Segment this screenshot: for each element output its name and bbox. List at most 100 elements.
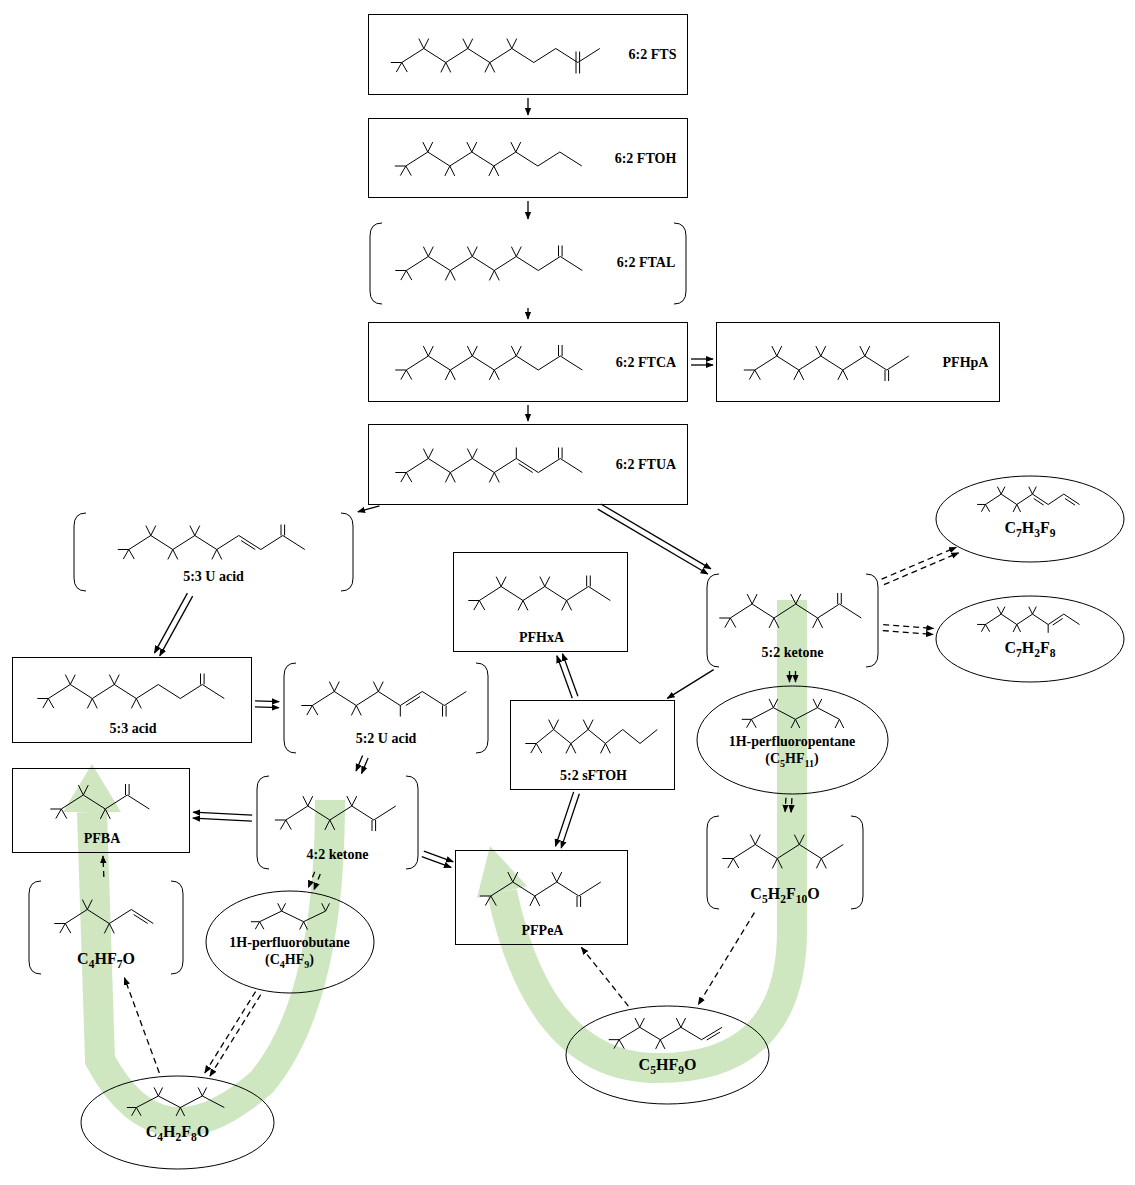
- subscript: 9: [678, 1064, 684, 1076]
- fluorine-bond: [494, 166, 499, 176]
- carbon-chain: [402, 49, 600, 63]
- arrow-line: [160, 596, 193, 656]
- double-bond-line: [1053, 618, 1063, 625]
- fluorine-bond: [136, 699, 141, 709]
- carbonyl-line: [562, 246, 563, 257]
- fluorine-bond: [1013, 504, 1017, 512]
- fluorine-bond: [286, 820, 292, 830]
- reaction-arrow: [882, 547, 959, 584]
- reaction-arrow: [358, 506, 380, 512]
- arrow-line: [356, 756, 363, 771]
- subscript: 8: [1050, 647, 1056, 659]
- product-ellipse: C7H2F8: [935, 595, 1125, 683]
- fluorine-bond: [752, 594, 757, 604]
- carbon-chain: [406, 152, 582, 166]
- fluorine-bond: [463, 39, 468, 49]
- fluorine-bond: [508, 872, 513, 882]
- intermediate-bracket: 5:3 U acid: [72, 512, 355, 592]
- compound-box: 5:2 sFTOH: [510, 700, 675, 790]
- compound-name: 6:2 FTUA: [615, 457, 677, 474]
- arrow-line: [883, 631, 933, 635]
- product-ellipse: C4H2F8O: [80, 1075, 275, 1170]
- fluorine-bond: [490, 63, 495, 73]
- carbon-chain: [286, 806, 396, 820]
- reaction-arrow: [528, 308, 529, 319]
- fluorine-bond: [605, 744, 610, 754]
- fluorine-bond: [419, 39, 424, 49]
- fluorine-bond: [777, 346, 782, 356]
- reaction-arrow: [528, 405, 529, 421]
- fluorine-bond: [406, 473, 412, 483]
- fluorine-bond: [428, 346, 433, 356]
- fluorine-bond: [132, 1108, 137, 1116]
- fluorine-bond: [43, 699, 49, 709]
- fluorine-bond: [656, 1040, 661, 1049]
- reaction-arrow: [667, 670, 713, 699]
- fluorine-bond: [278, 903, 282, 911]
- fluorine-bond: [330, 820, 335, 830]
- fluorine-bond: [406, 166, 412, 176]
- fluorine-bond: [401, 473, 407, 483]
- fluorine-bond: [104, 924, 109, 934]
- fluorine-bond: [552, 872, 557, 882]
- compound-box: PFBA: [12, 768, 190, 853]
- fluorine-bond: [154, 1087, 158, 1096]
- label-group: C7H3F9: [1004, 518, 1057, 537]
- fluorine-bond: [146, 526, 151, 536]
- fluorine-bond: [441, 63, 446, 73]
- subscript: 5: [780, 758, 785, 769]
- arrow-line: [154, 593, 187, 653]
- compound-name: C7H3F9: [1004, 518, 1057, 537]
- arrow-line: [193, 818, 252, 821]
- arrow-line: [205, 992, 256, 1073]
- fluorine-bond: [821, 859, 826, 869]
- arrow-line: [784, 798, 786, 812]
- fluorine-bond: [56, 809, 62, 819]
- intermediate-bracket: 5:2 U acid: [282, 662, 490, 754]
- reaction-arrow: [255, 701, 279, 708]
- double-bond-line: [707, 1032, 720, 1040]
- carbonyl-line: [562, 345, 563, 356]
- carbon-chain: [406, 356, 582, 370]
- arrow-line: [563, 654, 578, 696]
- compound-name: 1H-perfluorobutane (C4HF9): [225, 935, 355, 969]
- carbon-chain: [733, 845, 843, 859]
- compound-box: 5:3 acid: [12, 657, 252, 743]
- fluorine-bond: [997, 607, 1001, 615]
- fluorine-bond: [494, 473, 499, 483]
- fluorine-bond: [423, 346, 428, 356]
- fluorine-bond: [1013, 624, 1017, 632]
- fluorine-bond: [489, 271, 494, 281]
- fluorine-bond: [986, 504, 990, 511]
- arrow-line: [698, 913, 754, 1005]
- arrow-line: [527, 308, 528, 319]
- fluorine-bond: [396, 63, 402, 73]
- arrow-line: [883, 625, 933, 629]
- compound-name: 5:2 sFTOH: [559, 768, 628, 785]
- compound-name: C4HF7O: [77, 949, 136, 968]
- compound-box: 6:2 FTOH: [368, 118, 688, 198]
- fluorine-bond: [325, 820, 330, 830]
- fluorine-bond: [109, 675, 114, 685]
- fluorine-bond: [523, 601, 528, 611]
- reaction-arrow: [193, 812, 252, 821]
- carbonyl-line: [885, 370, 886, 381]
- reaction-arrow: [422, 851, 453, 867]
- compound-name: 6:2 FTCA: [615, 355, 677, 372]
- fluorine-bond: [304, 922, 308, 930]
- fluorine-bond: [391, 62, 402, 63]
- fluorine-bond: [769, 618, 774, 628]
- fluorine-bond: [835, 719, 839, 728]
- fluorine-bond: [472, 247, 477, 257]
- subscript: 5: [650, 1064, 656, 1076]
- carbonyl-line: [200, 674, 201, 685]
- label-group: PFHxA: [518, 630, 565, 647]
- fluorine-bond: [507, 39, 512, 49]
- fluorine-bond: [195, 526, 200, 536]
- fluorine-bond: [485, 896, 491, 906]
- fluorine-bond: [799, 835, 804, 845]
- arrow-line: [601, 504, 711, 569]
- fluorine-bond: [588, 720, 593, 730]
- compound-name: C4H2F8O: [145, 1122, 210, 1141]
- carbonyl-line: [580, 896, 581, 907]
